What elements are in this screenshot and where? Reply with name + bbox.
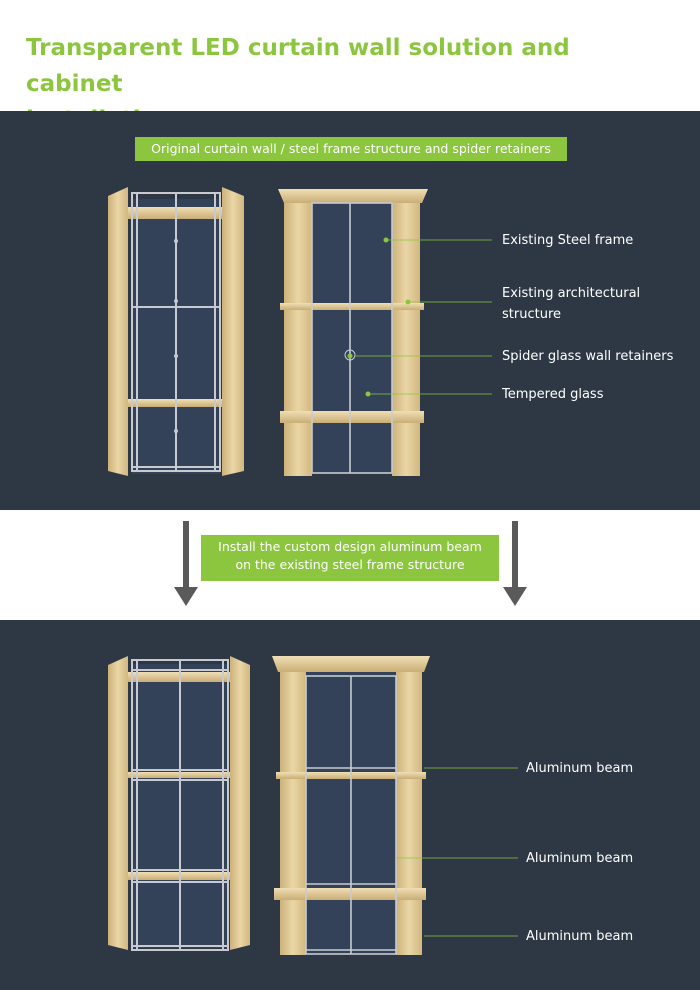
floor-slab-2 — [274, 888, 426, 900]
down-arrow-right-icon — [503, 521, 527, 606]
left-wall — [108, 656, 128, 950]
floor-slab-1 — [280, 303, 424, 310]
aluminum-beam-illustration — [108, 656, 518, 955]
callout-architectural-line2: structure — [502, 307, 561, 322]
front-glass — [312, 203, 392, 473]
side-view-with-beams — [108, 656, 250, 951]
front-view-with-beams — [272, 656, 430, 955]
callout-architectural-structure: Existing architectural structure — [502, 283, 640, 325]
original-structure-label: Original curtain wall / steel frame stru… — [135, 137, 567, 161]
callout-architectural-line1: Existing architectural — [502, 286, 641, 301]
install-beam-line2: on the existing steel frame structure — [235, 557, 465, 572]
page-title: Transparent LED curtain wall solution an… — [26, 30, 666, 138]
right-pillar — [392, 201, 420, 476]
right-wall — [230, 656, 250, 950]
top-cap — [272, 656, 430, 672]
callout-aluminum-beam-1: Aluminum beam — [526, 761, 634, 776]
callout-steel-frame: Existing Steel frame — [502, 233, 634, 248]
callout-tempered-glass: Tempered glass — [502, 387, 604, 402]
right-wall — [222, 187, 244, 476]
install-beam-label: Install the custom design aluminum beam … — [201, 535, 499, 581]
top-cap — [278, 189, 428, 203]
right-pillar — [396, 670, 422, 955]
install-beam-line1: Install the custom design aluminum beam — [218, 539, 482, 554]
down-arrow-left-icon — [174, 521, 198, 606]
callout-aluminum-beam-2: Aluminum beam — [526, 851, 634, 866]
callout-aluminum-beam-3: Aluminum beam — [526, 929, 634, 944]
callout-spider-retainers: Spider glass wall retainers — [502, 349, 674, 364]
original-structure-illustration — [108, 187, 492, 476]
front-view-frame — [278, 189, 428, 476]
side-view-frame — [108, 187, 244, 476]
aluminum-beam-panel: Aluminum beam Aluminum beam Aluminum bea… — [0, 620, 700, 990]
floor-slab-2 — [280, 411, 424, 423]
left-pillar — [284, 201, 312, 476]
page-title-line1: Transparent LED curtain wall solution an… — [26, 35, 570, 97]
left-pillar — [280, 670, 306, 955]
left-wall — [108, 187, 128, 476]
original-structure-panel: Original curtain wall / steel frame stru… — [0, 111, 700, 510]
